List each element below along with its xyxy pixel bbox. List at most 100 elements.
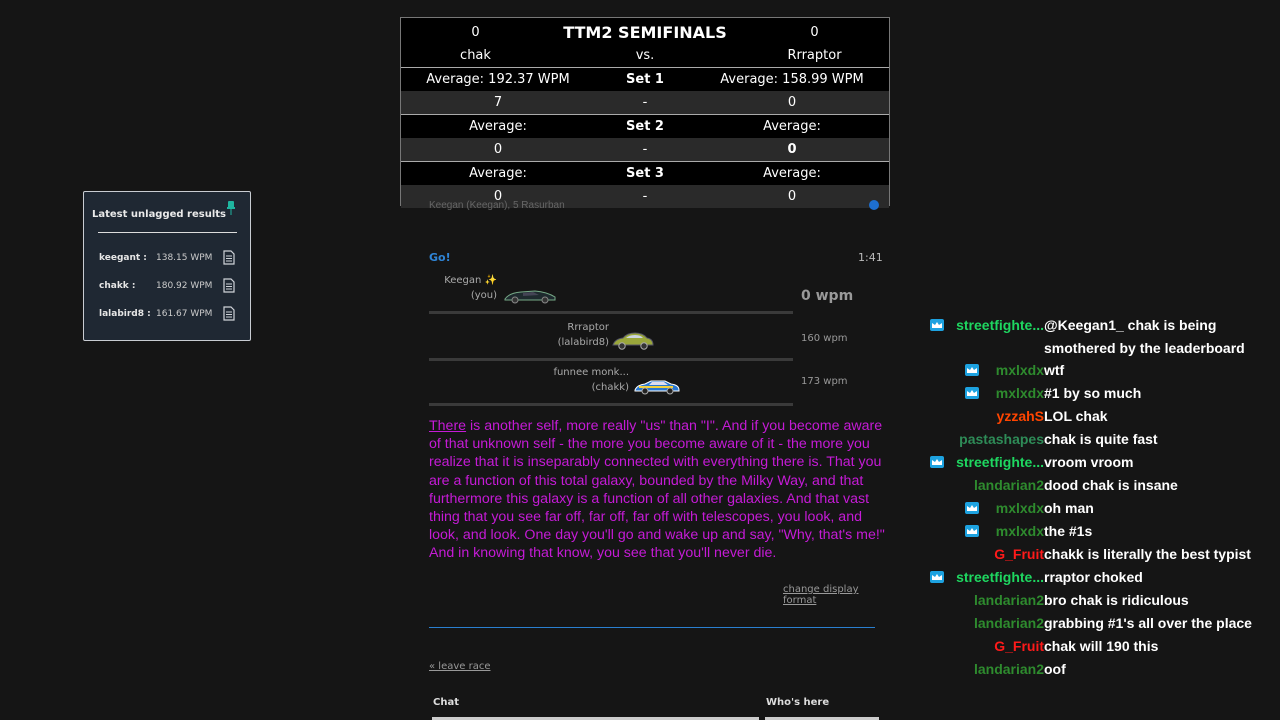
set-3-label: Set 3 xyxy=(626,166,664,181)
chat-username: G_Fruit xyxy=(994,638,1044,654)
chat-text: grabbing #1's all over the place xyxy=(1044,615,1252,631)
scoreboard-players-row: chak vs. Rrraptor xyxy=(401,44,889,67)
chat-text: dood chak is insane xyxy=(1044,477,1178,493)
set-3-average-row: Average: Set 3 Average: xyxy=(401,161,889,185)
race-track xyxy=(429,403,793,406)
racer-handle: (lalabird8) xyxy=(557,337,609,348)
set-3-score-row: 0 - 0 xyxy=(401,185,889,208)
racer-you: Keegan ✨ (you) xyxy=(429,272,793,314)
racer-wpm: 173 wpm xyxy=(801,376,848,387)
chat-username: landarian2 xyxy=(973,661,1044,677)
document-icon[interactable] xyxy=(223,278,235,293)
chat-username: mxlxdx xyxy=(995,385,1044,401)
document-icon[interactable] xyxy=(223,250,235,265)
racer-handle: (chakk) xyxy=(591,382,629,393)
chat-text: wtf xyxy=(1044,362,1065,378)
stream-chat: streetfighte... @Keegan1_ chak is being … xyxy=(925,316,1280,720)
scoreboard: 0 TTM2 SEMIFINALS 0 chak vs. Rrraptor Av… xyxy=(400,17,890,208)
crown-icon xyxy=(965,525,979,537)
result-name: keegant : xyxy=(99,253,147,263)
scoreboard-title: TTM2 SEMIFINALS xyxy=(563,23,727,42)
chat-text: chak is quite fast xyxy=(1044,431,1158,447)
chat-text: oof xyxy=(1044,661,1066,677)
crown-icon xyxy=(965,502,979,514)
chat-text: @Keegan1_ chak is being smothered by the… xyxy=(1044,317,1245,356)
latest-results-panel: Latest unlagged results keegant : 138.15… xyxy=(83,191,251,341)
set-1-label: Set 1 xyxy=(626,72,664,87)
chat-username: mxlxdx xyxy=(995,500,1044,516)
race-track xyxy=(429,358,793,361)
result-row: keegant : 138.15 WPM xyxy=(99,250,244,266)
right-player: Rrraptor xyxy=(787,48,842,63)
chat-username: landarian2 xyxy=(973,615,1044,631)
leave-race-link[interactable]: « leave race xyxy=(429,661,491,672)
set-1-dash: - xyxy=(642,95,648,110)
latest-results-divider xyxy=(98,232,237,233)
racer-name: Keegan ✨ xyxy=(444,275,497,286)
chat-label: Chat xyxy=(433,697,459,708)
chat-text: the #1s xyxy=(1044,523,1093,539)
typing-passage[interactable]: There is another self, more really "us" … xyxy=(429,417,887,563)
set-2-label: Set 2 xyxy=(626,119,664,134)
racer-rrraptor: Rrraptor (lalabird8) xyxy=(429,319,793,361)
racer-car-icon xyxy=(504,290,556,304)
vs-label: vs. xyxy=(635,48,655,63)
racer-wpm: 160 wpm xyxy=(801,333,848,344)
set-2-left-average: Average: xyxy=(469,119,527,134)
set-3-right-score: 0 xyxy=(787,189,797,204)
crown-icon xyxy=(930,319,944,331)
chat-username: streetfighte... xyxy=(956,454,1044,470)
faint-header: Keegan (Keegan), 5 Rasurban xyxy=(429,200,565,211)
chat-text: chak will 190 this xyxy=(1044,638,1159,654)
result-name: chakk : xyxy=(99,281,136,291)
racer-name: Rrraptor xyxy=(567,322,609,333)
chat-text: oh man xyxy=(1044,500,1094,516)
status-dot xyxy=(869,200,879,210)
set-3-dash: - xyxy=(642,189,648,204)
result-wpm: 161.67 WPM xyxy=(156,309,213,319)
set-2-score-row: 0 - 0 xyxy=(401,138,889,161)
racer-name: funnee monk... xyxy=(553,367,629,378)
result-row: lalabird8 : 161.67 WPM xyxy=(99,306,244,322)
crown-icon xyxy=(965,364,979,376)
race-track xyxy=(429,311,793,314)
pin-icon[interactable] xyxy=(226,201,236,215)
chat-box[interactable] xyxy=(432,717,759,720)
chat-username: streetfighte... xyxy=(956,569,1044,585)
racer-wpm: 0 wpm xyxy=(801,288,854,304)
set-3-left-score: 0 xyxy=(493,189,503,204)
left-score: 0 xyxy=(471,25,480,40)
set-1-right-score: 0 xyxy=(787,95,797,110)
set-1-left-average: Average: 192.37 WPM xyxy=(426,72,570,87)
set-3-left-average: Average: xyxy=(469,166,527,181)
chat-username: mxlxdx xyxy=(995,523,1044,539)
scoreboard-score-row: 0 TTM2 SEMIFINALS 0 xyxy=(401,21,889,44)
chat-username: mxlxdx xyxy=(995,362,1044,378)
latest-results-title: Latest unlagged results xyxy=(92,209,226,220)
typing-input-line[interactable] xyxy=(429,627,875,628)
set-2-dash: - xyxy=(642,142,648,157)
result-wpm: 180.92 WPM xyxy=(156,281,213,291)
left-player: chak xyxy=(460,48,491,63)
set-2-average-row: Average: Set 2 Average: xyxy=(401,114,889,138)
chat-text: vroom vroom xyxy=(1044,454,1134,470)
set-1-average-row: Average: 192.37 WPM Set 1 Average: 158.9… xyxy=(401,67,889,91)
document-icon[interactable] xyxy=(223,306,235,321)
set-1-right-average: Average: 158.99 WPM xyxy=(720,72,864,87)
racer-funnee-monk: funnee monk... (chakk) xyxy=(429,364,793,406)
chat-text: bro chak is ridiculous xyxy=(1044,592,1189,608)
race-timer: 1:41 xyxy=(858,251,883,264)
result-wpm: 138.15 WPM xyxy=(156,253,213,263)
whos-here-label: Who's here xyxy=(766,697,830,708)
change-display-format-link[interactable]: change display format xyxy=(783,584,859,606)
set-2-left-score: 0 xyxy=(493,142,503,157)
set-3-right-average: Average: xyxy=(763,166,821,181)
right-score: 0 xyxy=(810,25,819,40)
set-1-left-score: 7 xyxy=(493,95,503,110)
set-2-right-score: 0 xyxy=(787,142,797,157)
racer-car-icon xyxy=(634,380,680,395)
result-row: chakk : 180.92 WPM xyxy=(99,278,244,294)
chat-text: chakk is literally the best typist xyxy=(1044,546,1251,562)
chat-text: LOL chak xyxy=(1044,408,1108,424)
race-status: Go! xyxy=(429,251,451,264)
